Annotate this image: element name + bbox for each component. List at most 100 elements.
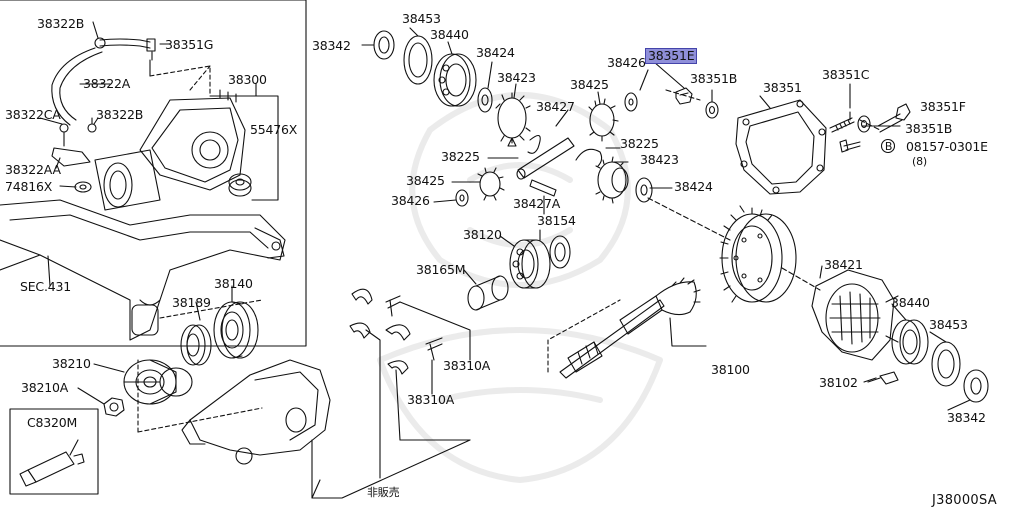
shim-38342-top [373, 30, 395, 60]
washer-38351B-top [705, 101, 719, 119]
callout-38440-right[interactable]: 38440 [891, 295, 930, 310]
callout-38423-mid[interactable]: 38423 [640, 152, 679, 167]
washer-38426-mid [455, 189, 469, 207]
callout-38423-top[interactable]: 38423 [497, 70, 536, 85]
callout-38342-top[interactable]: 38342 [312, 38, 351, 53]
callout-38102[interactable]: 38102 [819, 375, 858, 390]
watermark-emblem [377, 92, 663, 483]
callout-38421[interactable]: 38421 [824, 257, 863, 272]
side-gear-38423-mid [595, 156, 629, 204]
plug-38351E [675, 87, 693, 105]
snap-ring-38225-right [575, 148, 603, 167]
sealant-box [9, 408, 99, 495]
callout-38351G[interactable]: 38351G [165, 37, 214, 52]
washer-74816X [74, 181, 92, 193]
bearing-38120 [509, 239, 551, 289]
callout-38140[interactable]: 38140 [214, 276, 253, 291]
bearing-caps-38310A [349, 288, 443, 375]
washer-38424-mid [635, 177, 653, 203]
callout-38425-mid[interactable]: 38425 [406, 173, 445, 188]
callout-38351C[interactable]: 38351C [822, 67, 870, 82]
side-gear-38423-top [495, 92, 531, 147]
callout-38426-top[interactable]: 38426 [607, 55, 646, 70]
callout-38424-mid[interactable]: 38424 [674, 179, 713, 194]
seal-38154 [549, 235, 571, 269]
pinion-leader [669, 317, 707, 347]
sealant-tube-icon [19, 451, 85, 487]
washer-38424-top [477, 87, 493, 113]
stud-38351C [829, 111, 855, 133]
bolt-08157 [839, 139, 861, 153]
dashed-box-lower-left [137, 299, 263, 433]
inset-frame [0, 0, 307, 347]
callout-38427[interactable]: 38427 [536, 99, 575, 114]
callout-38453-right[interactable]: 38453 [929, 317, 968, 332]
shim-38342-right [963, 369, 989, 403]
diff-carrier-lower [181, 359, 331, 465]
differential-case-38421 [811, 269, 899, 361]
callout-38322CA[interactable]: 38322CA [5, 107, 61, 122]
callout-08157-quantity: (8) [912, 155, 927, 168]
callout-38100[interactable]: 38100 [711, 362, 750, 377]
pinion-shaft-38427 [516, 137, 575, 180]
callout-55476X[interactable]: 55476X [250, 122, 298, 137]
callout-38225-left[interactable]: 38225 [441, 149, 480, 164]
callout-38300[interactable]: 38300 [228, 72, 267, 87]
callout-38322AA[interactable]: 38322AA [5, 162, 61, 177]
hose-clip [51, 123, 91, 167]
b-circle-letter: B [884, 140, 893, 153]
b-circle-icon [880, 138, 896, 154]
rear-cover-38351 [735, 99, 827, 195]
differential-assembly-inset [94, 89, 246, 211]
callout-38426-mid[interactable]: 38426 [391, 193, 430, 208]
callout-08157-0301E[interactable]: 08157-0301E [906, 139, 988, 154]
spacer-38165M [467, 275, 509, 311]
callout-C8320M[interactable]: C8320M [27, 415, 78, 430]
pinion-gear-38425-mid [477, 167, 505, 201]
bearing-38140 [213, 301, 259, 359]
callout-38322B[interactable]: 38322B [37, 16, 85, 31]
callout-74816X[interactable]: 74816X [5, 179, 53, 194]
inset-callout-lines [39, 21, 279, 287]
callout-38322A[interactable]: 38322A [83, 76, 131, 91]
callout-38351B-top[interactable]: 38351B [690, 71, 738, 86]
seal-38189 [180, 324, 212, 366]
callout-38210A[interactable]: 38210A [21, 380, 69, 395]
washer-38426-top [624, 92, 638, 112]
callout-38210[interactable]: 38210 [52, 356, 91, 371]
drive-pinion-38100 [559, 277, 701, 379]
callout-38310A-1[interactable]: 38310A [443, 358, 491, 373]
callout-38440-top[interactable]: 38440 [430, 27, 469, 42]
diagram-code: J38000SA [932, 493, 997, 508]
callout-38310A-2[interactable]: 38310A [407, 392, 455, 407]
callout-38189[interactable]: 38189 [172, 295, 211, 310]
mount-bushing [228, 173, 252, 197]
callout-38351B-right[interactable]: 38351B [905, 121, 953, 136]
ring-gear [719, 205, 797, 303]
flange-38210 [123, 359, 193, 405]
callout-38427A[interactable]: 38427A [513, 196, 561, 211]
callout-38351[interactable]: 38351 [763, 80, 802, 95]
callout-38425-top[interactable]: 38425 [570, 77, 609, 92]
callout-38351F[interactable]: 38351F [920, 99, 966, 114]
bolt-38102 [867, 371, 899, 385]
callout-38225-right[interactable]: 38225 [620, 136, 659, 151]
callout-38453-top[interactable]: 38453 [402, 11, 441, 26]
hose-clamp [87, 123, 97, 133]
seal-38453-right [931, 341, 961, 387]
callout-sec-431[interactable]: SEC.431 [20, 279, 71, 294]
callout-38424-top[interactable]: 38424 [476, 45, 515, 60]
pin-38427A [529, 179, 557, 197]
callout-38342-right[interactable]: 38342 [947, 410, 986, 425]
washer-38351B-right [857, 115, 871, 133]
callout-38120[interactable]: 38120 [463, 227, 502, 242]
callout-38154[interactable]: 38154 [537, 213, 576, 228]
seal-38453-top [403, 35, 433, 85]
callout-38165M[interactable]: 38165M [416, 262, 466, 277]
bearing-38440-top [433, 53, 477, 107]
breather-hose [51, 37, 156, 126]
callout-38351E-highlighted[interactable]: 38351E [645, 48, 698, 64]
callout-38322B-2[interactable]: 38322B [96, 107, 144, 122]
callout-leaders [69, 27, 971, 456]
